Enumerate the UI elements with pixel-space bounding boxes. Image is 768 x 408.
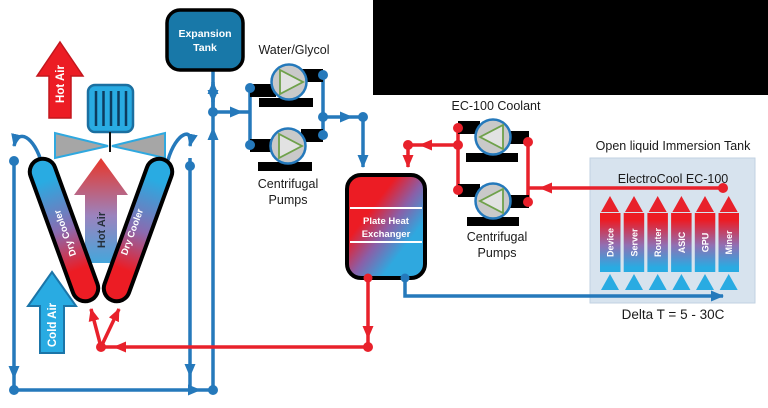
redacted-banner <box>373 0 768 95</box>
expansion-tank: Expansion Tank <box>165 8 245 72</box>
cold-air-label: Cold Air <box>47 302 59 347</box>
device-label: Miner <box>724 230 734 255</box>
water-glycol-pump-bottom <box>250 127 323 171</box>
phe-label-1: Plate Heat <box>363 216 410 227</box>
ec100-pump-bottom <box>458 182 529 226</box>
red-junction-dots <box>96 123 728 352</box>
delta-t-label: Delta T = 5 - 30C <box>622 307 725 322</box>
electrocool-label: ElectroCool EC-100 <box>618 172 729 186</box>
plate-heat-exchanger: Plate Heat Exchanger <box>345 173 427 280</box>
device-bars <box>600 213 739 272</box>
device-label: Device <box>606 228 616 257</box>
water-glycol-pump-top <box>250 63 323 107</box>
immersion-tank-devices: Device Server Router ASIC GPU Miner <box>600 196 739 290</box>
phe-label-2: Exchanger <box>362 229 411 240</box>
device-label: Router <box>653 228 663 257</box>
device-label: ASIC <box>677 231 687 253</box>
hot-air-left-label: Hot Air <box>55 65 67 103</box>
expansion-tank-label-1: Expansion <box>178 28 231 40</box>
fan-blade-left-icon <box>54 131 109 160</box>
wg-pumps-label-1: Centrifugal <box>258 177 318 191</box>
red-piping <box>88 128 723 353</box>
ec-pumps-label-1: Centrifugal <box>467 230 527 244</box>
water-glycol-label: Water/Glycol <box>258 43 329 57</box>
hot-air-left-arrow: Hot Air <box>35 40 85 119</box>
fan-blade-right-icon <box>111 131 166 160</box>
cool-up-arrows <box>601 274 738 290</box>
dry-cooler-left: Dry Cooler <box>27 156 101 304</box>
ec100-pump-top <box>458 118 529 162</box>
blue-junction-dots <box>9 70 410 395</box>
hot-air-center-arrow: Hot Air <box>74 158 128 263</box>
cold-air-arrow: Cold Air <box>26 270 78 354</box>
ec100-coolant-label: EC-100 Coolant <box>452 99 541 113</box>
ec-pumps-label-2: Pumps <box>478 246 517 260</box>
immersion-tank-title: Open liquid Immersion Tank <box>596 139 751 153</box>
device-label: GPU <box>701 233 711 253</box>
hot-air-center-label: Hot Air <box>96 211 108 248</box>
heat-up-arrows <box>601 196 738 212</box>
wg-pumps-label-2: Pumps <box>269 193 308 207</box>
device-label: Server <box>629 228 639 257</box>
fan <box>54 83 166 160</box>
expansion-tank-label-2: Tank <box>193 42 217 54</box>
